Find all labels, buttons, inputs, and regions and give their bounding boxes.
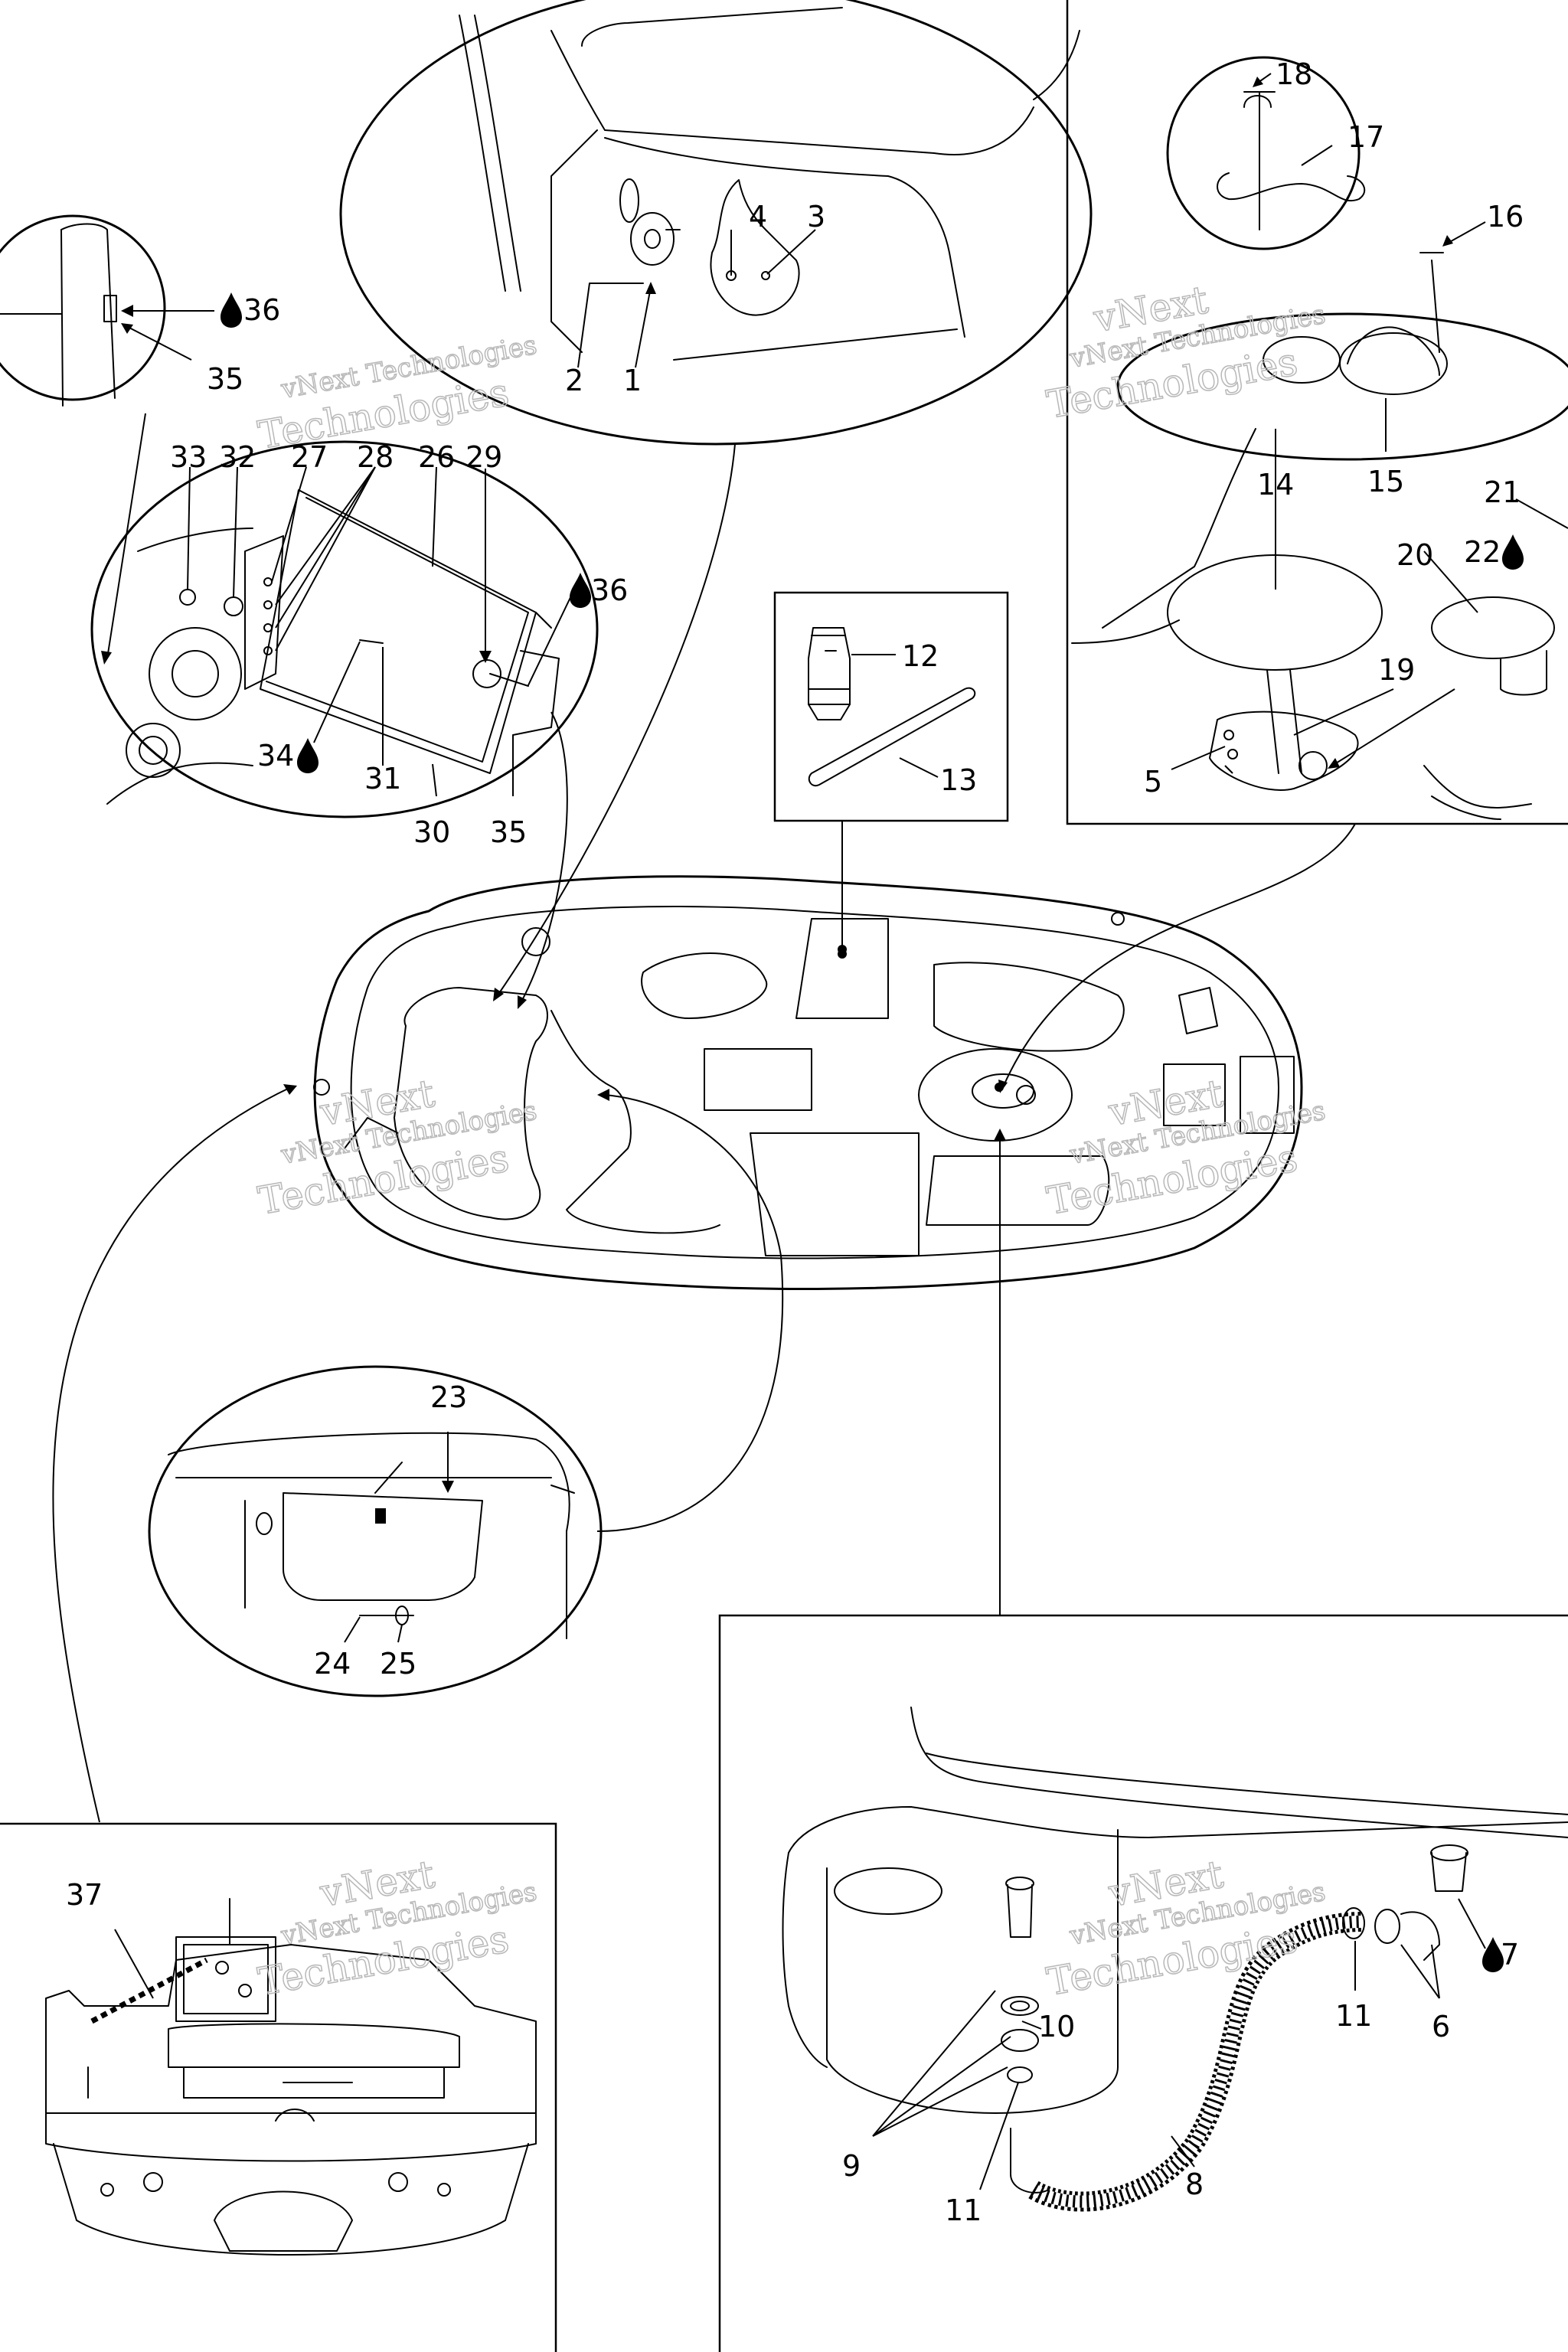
callout-16: 16 bbox=[1487, 200, 1524, 234]
callout-10: 10 bbox=[1038, 2010, 1075, 2043]
callout-labels: 1 2 3 4 5 6 7 8 9 10 11 11 12 13 14 15 1… bbox=[66, 57, 1524, 2227]
detail-ellipse-storage-lid bbox=[90, 413, 599, 818]
drop-icon bbox=[220, 292, 242, 328]
detail-box-rear-view bbox=[0, 1822, 557, 2352]
callout-13: 13 bbox=[940, 763, 977, 797]
callout-12: 12 bbox=[902, 639, 939, 673]
callout-18: 18 bbox=[1276, 57, 1312, 91]
callout-23: 23 bbox=[430, 1380, 467, 1414]
callout-36: 36 bbox=[591, 573, 628, 607]
callout-32: 32 bbox=[219, 440, 256, 474]
callout-22: 22 bbox=[1464, 535, 1501, 569]
callout-3: 3 bbox=[807, 200, 825, 234]
drop-icon bbox=[297, 738, 318, 773]
callout-31: 31 bbox=[364, 762, 401, 795]
callout-17: 17 bbox=[1348, 120, 1384, 154]
detail-circle-hatch-fastener bbox=[339, 0, 1093, 446]
callout-35: 35 bbox=[207, 362, 243, 396]
watermark: vNext Technologies Technologies vNext Te… bbox=[254, 277, 1328, 2005]
callout-11: 11 bbox=[945, 2194, 982, 2227]
callout-14: 14 bbox=[1257, 468, 1294, 501]
detail-box-seat-post bbox=[1066, 0, 1568, 825]
callout-1: 1 bbox=[623, 364, 642, 397]
callout-26: 26 bbox=[418, 440, 455, 474]
callout-15: 15 bbox=[1367, 465, 1404, 498]
callout-25: 25 bbox=[380, 1647, 416, 1681]
drop-icon bbox=[1482, 1937, 1504, 1972]
callout-19: 19 bbox=[1378, 653, 1415, 687]
callout-4: 4 bbox=[749, 200, 767, 234]
callout-7: 7 bbox=[1501, 1938, 1519, 1971]
callout-24: 24 bbox=[314, 1647, 351, 1681]
callout-35: 35 bbox=[490, 815, 527, 849]
detail-connectors bbox=[52, 443, 1356, 1823]
callout-29: 29 bbox=[466, 440, 502, 474]
callout-27: 27 bbox=[291, 440, 328, 474]
detail-box-drain-hose bbox=[718, 1614, 1568, 2352]
main-hull-top-view bbox=[313, 875, 1303, 1290]
callout-20: 20 bbox=[1396, 538, 1433, 572]
callout-33: 33 bbox=[170, 440, 207, 474]
detail-circle-latch bbox=[0, 214, 214, 407]
callout-2: 2 bbox=[565, 364, 583, 397]
callout-28: 28 bbox=[357, 440, 394, 474]
callout-6: 6 bbox=[1432, 2010, 1450, 2043]
callout-11: 11 bbox=[1335, 1999, 1372, 2033]
drop-icon bbox=[1502, 534, 1524, 570]
detail-circle-storage-net bbox=[148, 1365, 603, 1697]
drop-icon bbox=[570, 573, 591, 608]
callout-9: 9 bbox=[842, 2149, 861, 2183]
callout-34: 34 bbox=[257, 739, 294, 773]
callout-21: 21 bbox=[1484, 475, 1521, 509]
callout-30: 30 bbox=[413, 815, 450, 849]
callout-5: 5 bbox=[1144, 765, 1162, 799]
callout-8: 8 bbox=[1185, 2167, 1204, 2201]
callout-36: 36 bbox=[243, 293, 280, 327]
sealant-markers bbox=[220, 292, 1524, 1972]
callout-37: 37 bbox=[66, 1878, 103, 1912]
